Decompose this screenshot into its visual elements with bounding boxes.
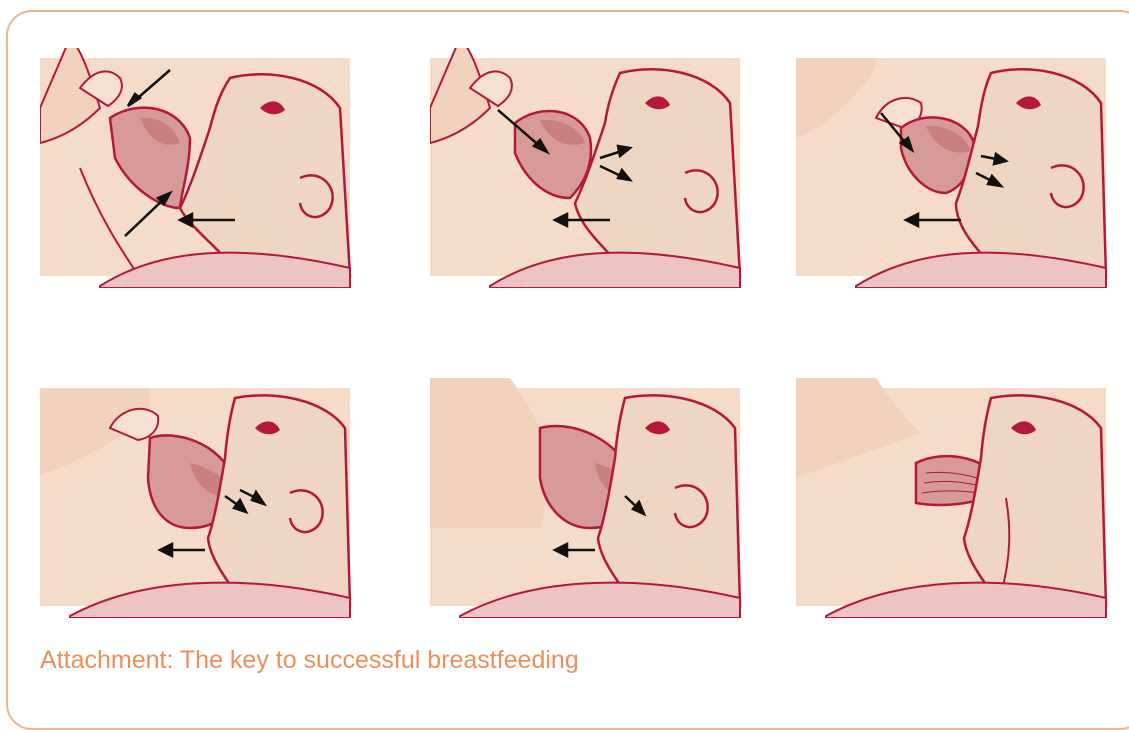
panel-4-good-attachment [40, 378, 360, 618]
panel-1-approach [40, 48, 360, 288]
panel-3-illustration [796, 48, 1116, 288]
panel-4-illustration [40, 378, 360, 618]
panel-3-latching [796, 48, 1116, 288]
panel-6-cross-section [796, 378, 1116, 618]
panel-6-illustration [796, 378, 1116, 618]
panel-5-feeding [430, 378, 750, 618]
panel-2-mouth-opens [430, 48, 750, 288]
panel-1-illustration [40, 48, 360, 288]
figure-caption: Attachment: The key to successful breast… [40, 646, 579, 675]
panel-2-illustration [430, 48, 750, 288]
panel-5-illustration [430, 378, 750, 618]
